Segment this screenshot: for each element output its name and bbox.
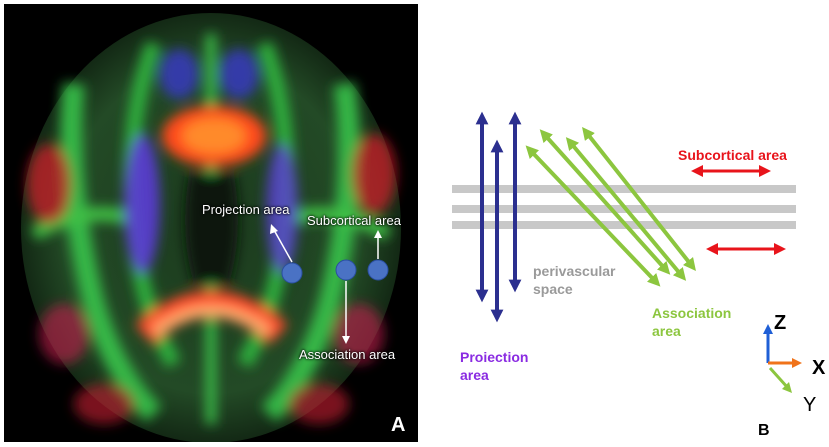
region-markers	[281, 259, 389, 284]
panel-letter-a: A	[391, 414, 406, 436]
axis-y-label: Y	[803, 394, 817, 416]
axis-x-label: X	[812, 357, 826, 379]
brain-dti-image	[4, 4, 418, 442]
axis-z-label: Z	[774, 312, 787, 334]
projection-arrows	[475, 111, 522, 323]
association-arrows	[525, 126, 696, 287]
subcortical-arrows	[691, 165, 786, 255]
schematic-panel: Subcortical area perivascular space Asso…	[420, 0, 829, 447]
projection-area-label-b: Proiection area	[460, 349, 529, 383]
projection-area-label: Projection area	[202, 202, 290, 217]
schematic-diagram	[452, 111, 802, 393]
subcortical-area-label: Subcortical area	[307, 213, 401, 228]
association-area-label: Association area	[299, 347, 396, 362]
panel-letter-b: B	[758, 422, 770, 439]
perivascular-space-label: perivascular space	[533, 263, 616, 297]
subcortical-area-label-b: Subcortical area	[678, 147, 787, 163]
pointer-arrows	[270, 224, 382, 344]
dti-image-panel: Projection area Subcortical area Associa…	[4, 4, 418, 442]
association-area-label-b: Association area	[652, 305, 732, 339]
coordinate-axes	[763, 324, 802, 393]
